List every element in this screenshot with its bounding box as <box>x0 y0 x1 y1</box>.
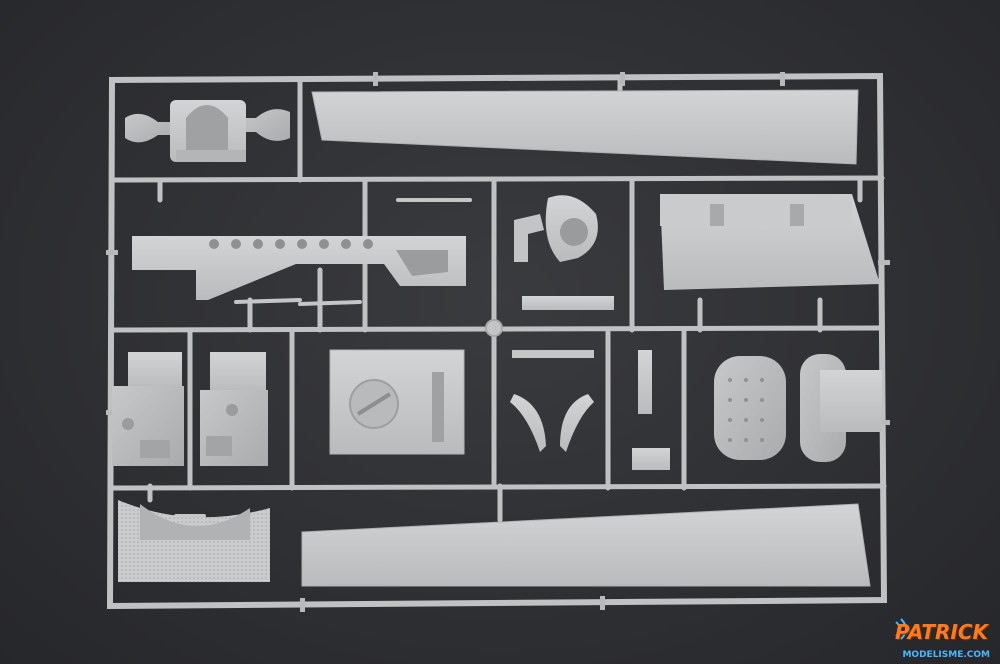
wifi-waves-icon <box>895 618 907 640</box>
curved-bracket-parts <box>510 394 594 452</box>
chassis-rail-part <box>132 236 466 300</box>
bracket-bar-part <box>512 296 614 358</box>
fan-shroud-part <box>514 195 598 262</box>
axle-housing-part <box>125 100 290 162</box>
watermark-logo: PATRICK MODELISME.COM <box>884 614 994 660</box>
gearbox-half-left <box>112 352 184 466</box>
sprue-gates <box>106 72 890 612</box>
engine-cover-part <box>660 194 880 290</box>
fuel-tank-part-left <box>714 356 786 460</box>
small-vertical-parts <box>632 350 670 470</box>
side-plate-top <box>311 89 859 165</box>
small-rod-parts <box>174 198 472 518</box>
side-plate-bottom <box>301 503 871 587</box>
watermark-line1: PATRICK <box>894 620 988 644</box>
watermark-line2: MODELISME.COM <box>902 650 990 660</box>
drum-housing-part <box>118 500 270 582</box>
fuel-tank-part-right <box>800 354 882 462</box>
gearbox-half-right <box>200 352 268 466</box>
roof-plate-part <box>329 349 465 455</box>
